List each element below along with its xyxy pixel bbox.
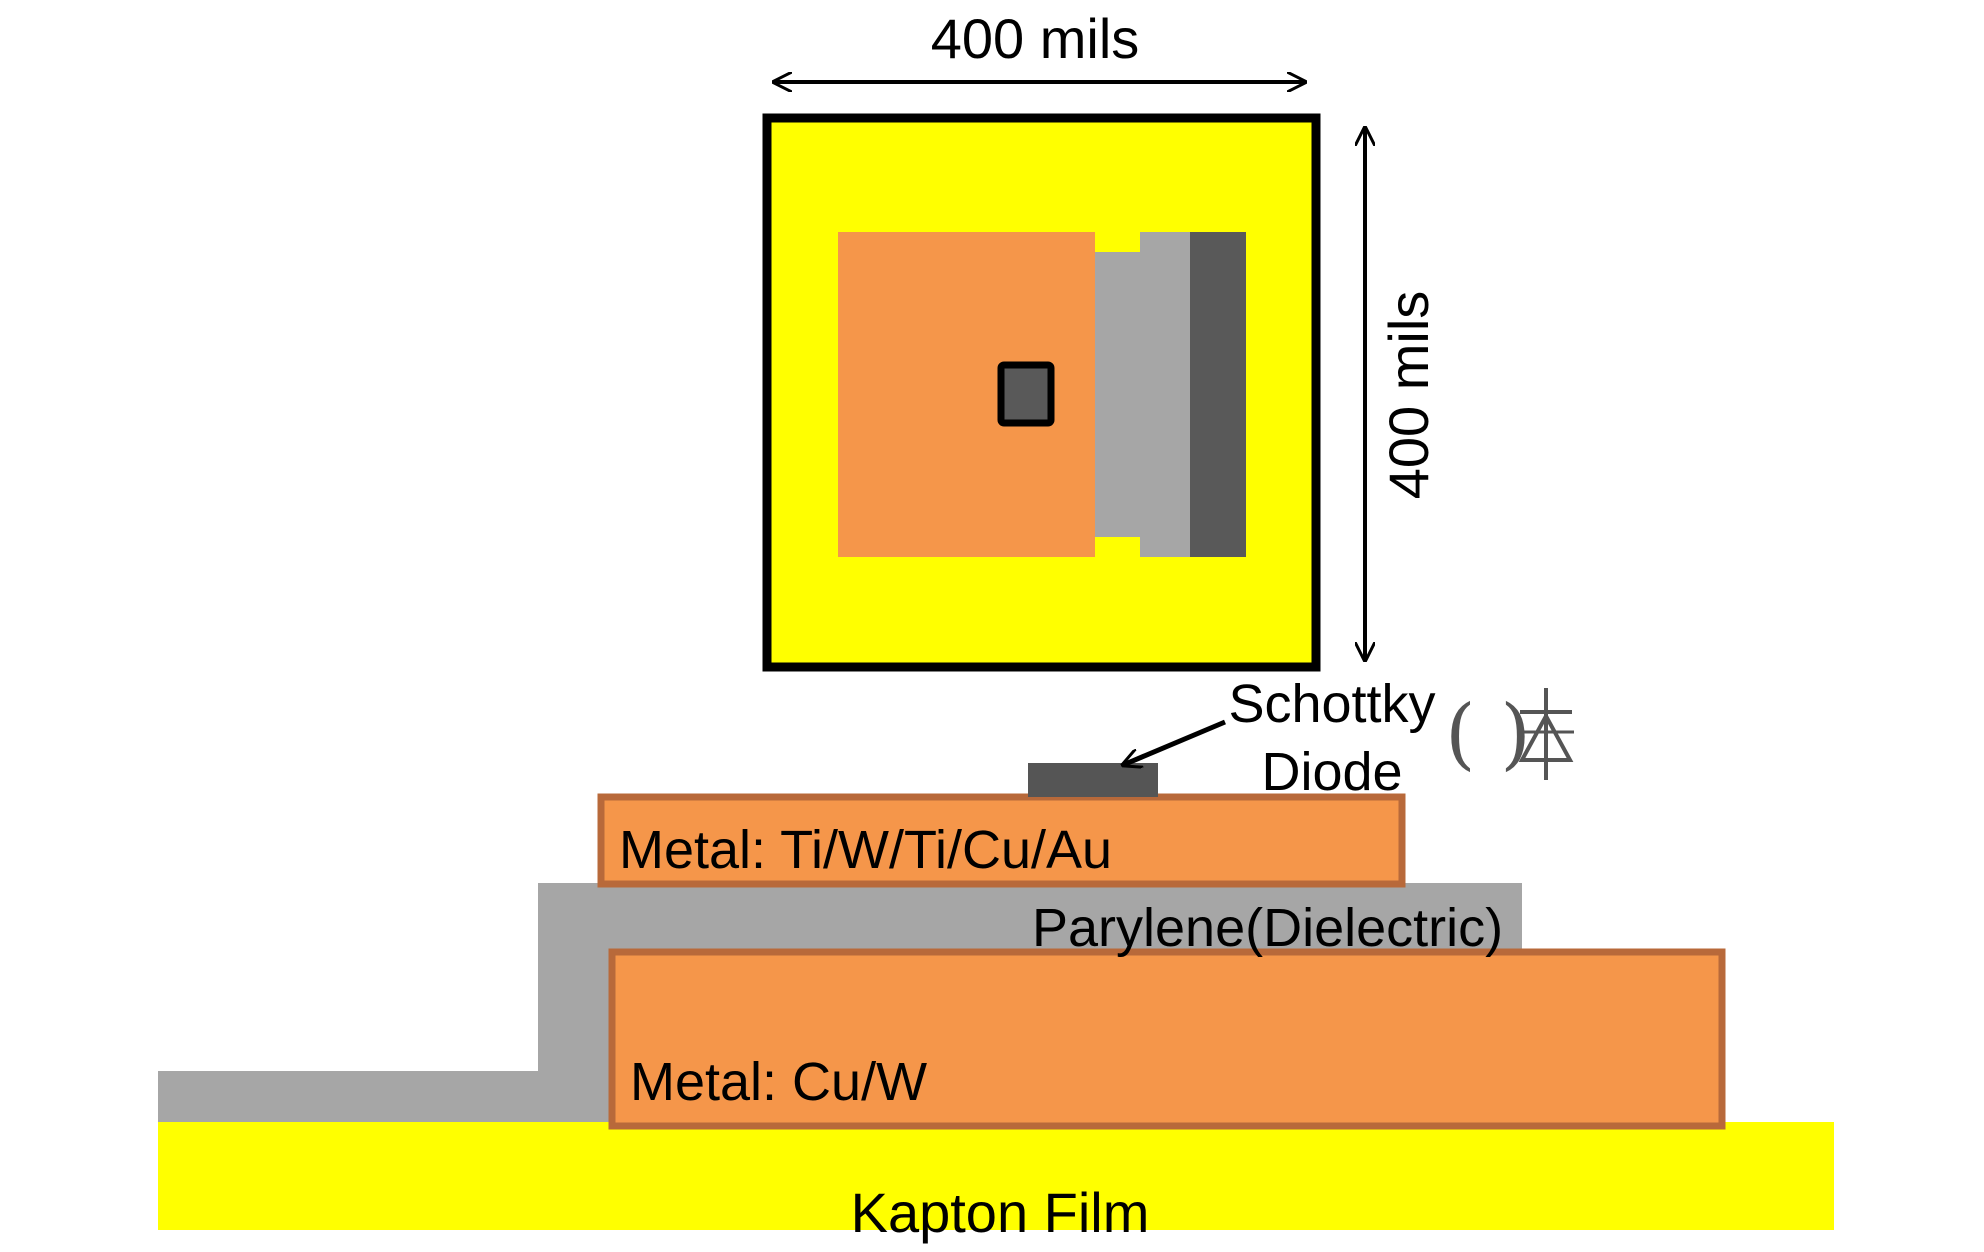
top-metal-layer: [597, 793, 1406, 888]
svg-text:( ): ( ): [1445, 689, 1531, 779]
diode-symbol-icon: ( ): [1445, 688, 1574, 780]
top-view: 400 mils 400 mils: [762, 7, 1440, 672]
top-view-via-square: [997, 361, 1055, 427]
kapton-film-layer: [158, 1122, 1834, 1230]
top-view-dielectric-step: [1140, 232, 1190, 557]
bottom-metal-layer: [608, 948, 1726, 1130]
top-view-metal-pad: [838, 232, 1095, 557]
kapton-film-label: Kapton Film: [851, 1181, 1150, 1244]
cross-section: Schottky Diode ( ) Metal: Ti/W/Ti/Cu/Au …: [158, 674, 1834, 1244]
diode-label-line1: Schottky: [1228, 674, 1435, 734]
top-view-dark-contact: [1190, 232, 1246, 557]
height-dimension-label: 400 mils: [1377, 291, 1440, 500]
dielectric-label: Parylene(Dielectric): [1032, 898, 1503, 958]
width-dimension-label: 400 mils: [931, 7, 1140, 70]
parylene-dielectric-layer: [158, 883, 1522, 1122]
bottom-metal-label: Metal: Cu/W: [630, 1052, 927, 1112]
diode-label-line2: Diode: [1261, 742, 1402, 802]
schottky-diode-block: [1028, 763, 1158, 797]
diode-pointer-arrow: [1123, 719, 1226, 765]
top-metal-label: Metal: Ti/W/Ti/Cu/Au: [619, 820, 1112, 880]
